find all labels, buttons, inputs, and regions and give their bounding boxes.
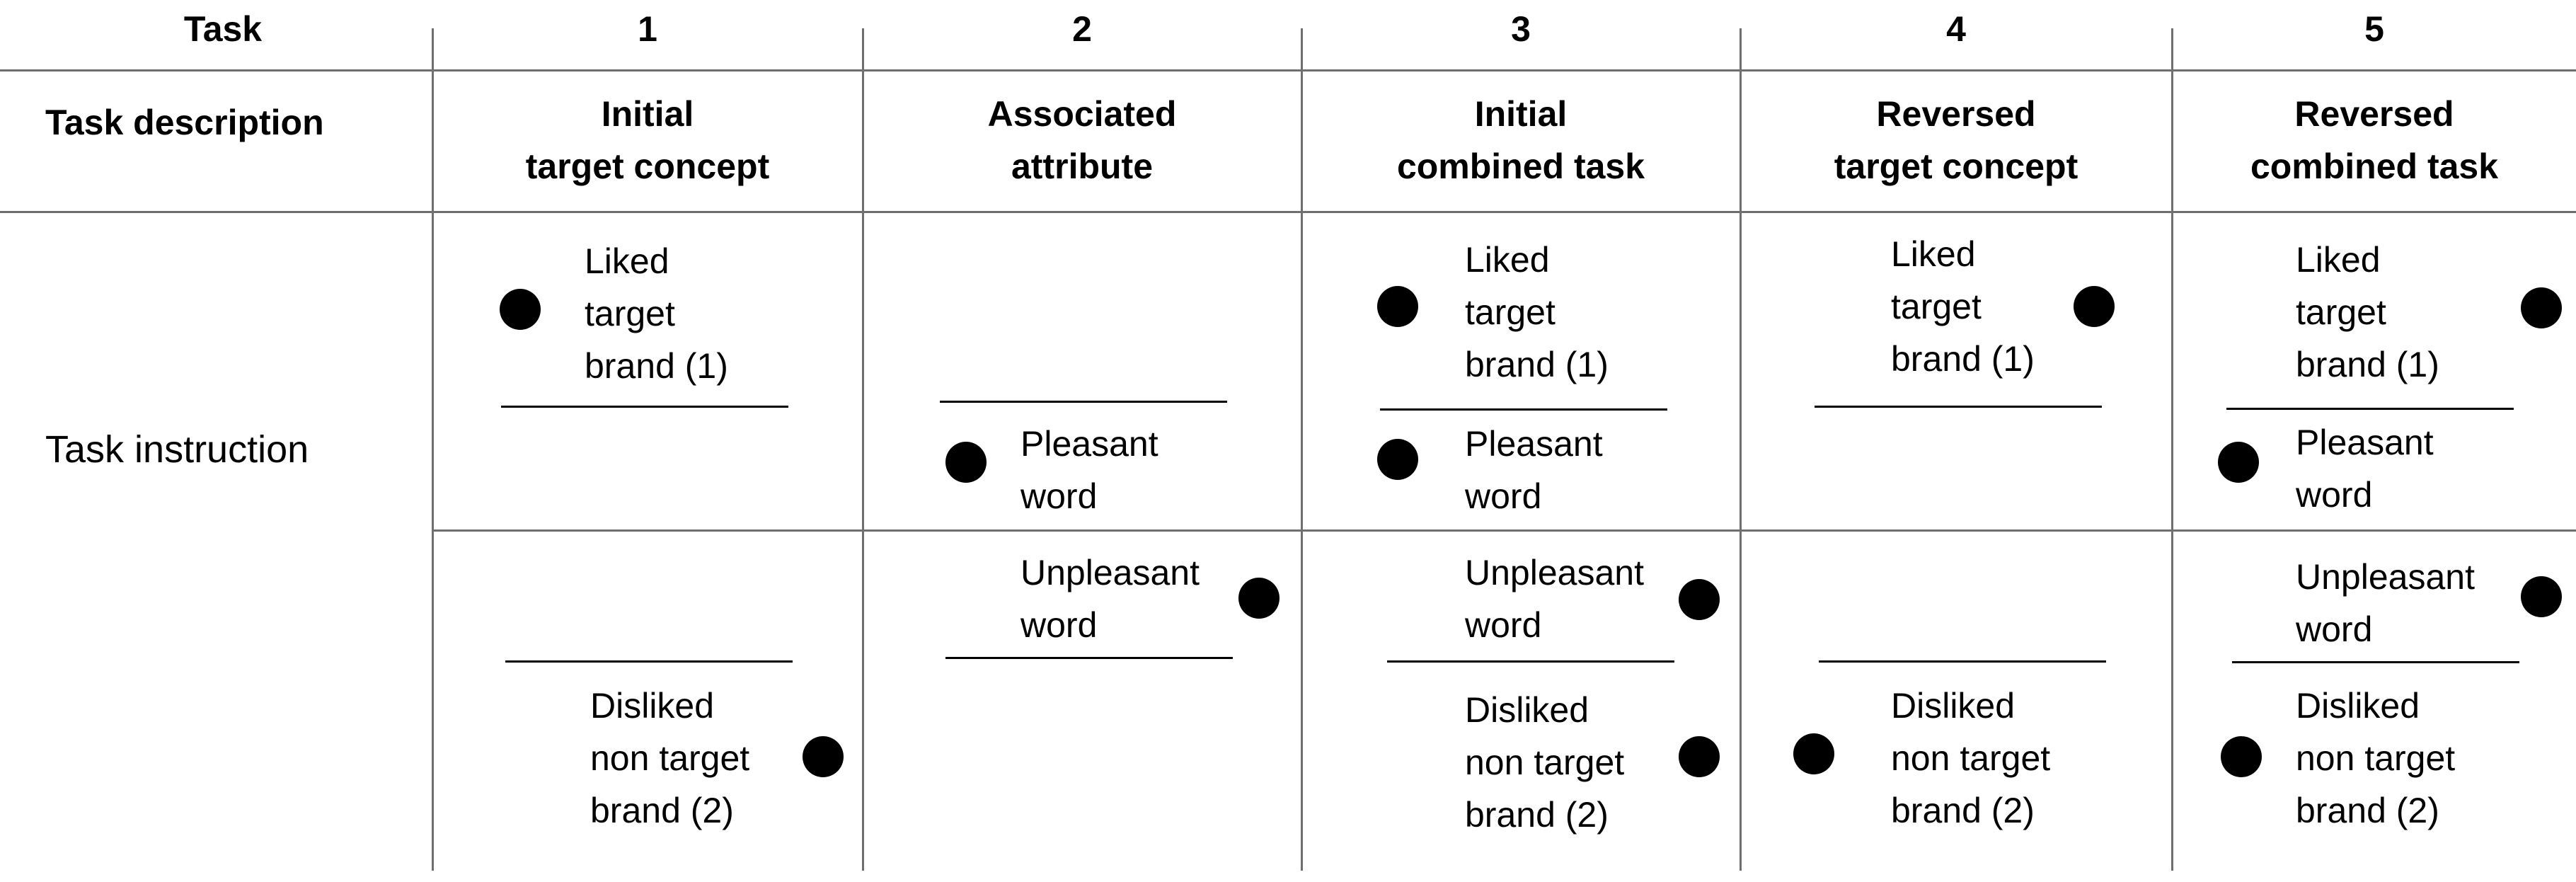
column-divider-5 xyxy=(2171,28,2173,871)
separator-line xyxy=(1819,660,2106,663)
separator-line xyxy=(501,406,788,408)
unpleasant-word-label: Unpleasant word xyxy=(2296,557,2475,649)
column-divider-2 xyxy=(862,28,864,871)
response-dot-icon xyxy=(945,442,987,483)
unpleasant-word-label: Unpleasant word xyxy=(1465,553,1644,645)
instruction-mid-divider xyxy=(433,529,2576,532)
task-description-3: Initial combined task xyxy=(1396,94,1645,186)
task-number-5: 5 xyxy=(2364,9,2384,49)
response-dot-icon xyxy=(1679,736,1720,777)
response-dot-icon xyxy=(1793,733,1834,774)
response-dot-icon xyxy=(1377,286,1418,327)
response-dot-icon xyxy=(2221,736,2262,777)
column-divider-3 xyxy=(1301,28,1303,871)
response-dot-icon xyxy=(2074,286,2115,327)
pleasant-word-label: Pleasant word xyxy=(2296,423,2434,515)
row-label-task: Task xyxy=(183,9,263,49)
task-description-5: Reversed combined task xyxy=(2250,94,2499,186)
separator-line xyxy=(1387,660,1674,663)
response-dot-icon xyxy=(1679,579,1720,620)
response-dot-icon xyxy=(803,736,844,777)
column-divider-1 xyxy=(432,28,434,871)
response-dot-icon xyxy=(2521,287,2562,328)
unpleasant-word-label: Unpleasant word xyxy=(1020,553,1200,645)
disliked-non-target-brand-label: Disliked non target brand (2) xyxy=(1891,686,2051,830)
separator-line xyxy=(940,401,1227,403)
row-label-task-instruction: Task instruction xyxy=(45,428,309,471)
task-number-3: 3 xyxy=(1511,9,1531,49)
response-dot-icon xyxy=(2521,576,2562,617)
task-description-4: Reversed target concept xyxy=(1834,94,2078,186)
liked-target-brand-label: Liked target brand (1) xyxy=(585,241,728,386)
pleasant-word-label: Pleasant word xyxy=(1465,424,1603,516)
task-description-1: Initial target concept xyxy=(525,94,770,186)
separator-line xyxy=(1815,406,2102,408)
column-divider-4 xyxy=(1740,28,1742,871)
task-number-4: 4 xyxy=(1946,9,1966,49)
disliked-non-target-brand-label: Disliked non target brand (2) xyxy=(590,686,750,830)
response-dot-icon xyxy=(1377,439,1418,480)
liked-target-brand-label: Liked target brand (1) xyxy=(1465,240,1609,384)
separator-line xyxy=(505,660,793,663)
description-divider xyxy=(0,211,2576,213)
row-label-task-description: Task description xyxy=(45,103,324,142)
response-dot-icon xyxy=(1238,578,1280,619)
pleasant-word-label: Pleasant word xyxy=(1020,424,1158,516)
liked-target-brand-label: Liked target brand (1) xyxy=(1891,234,2035,379)
liked-target-brand-label: Liked target brand (1) xyxy=(2296,240,2439,384)
task-number-2: 2 xyxy=(1072,9,1092,49)
separator-line xyxy=(1380,408,1667,411)
disliked-non-target-brand-label: Disliked non target brand (2) xyxy=(2296,686,2456,830)
task-number-1: 1 xyxy=(638,9,657,49)
separator-line xyxy=(2226,408,2514,410)
response-dot-icon xyxy=(500,289,541,330)
task-description-2: Associated attribute xyxy=(987,94,1177,186)
header-divider xyxy=(0,69,2576,71)
disliked-non-target-brand-label: Disliked non target brand (2) xyxy=(1465,690,1625,835)
separator-line xyxy=(2232,661,2519,663)
separator-line xyxy=(945,657,1233,659)
response-dot-icon xyxy=(2218,442,2259,483)
